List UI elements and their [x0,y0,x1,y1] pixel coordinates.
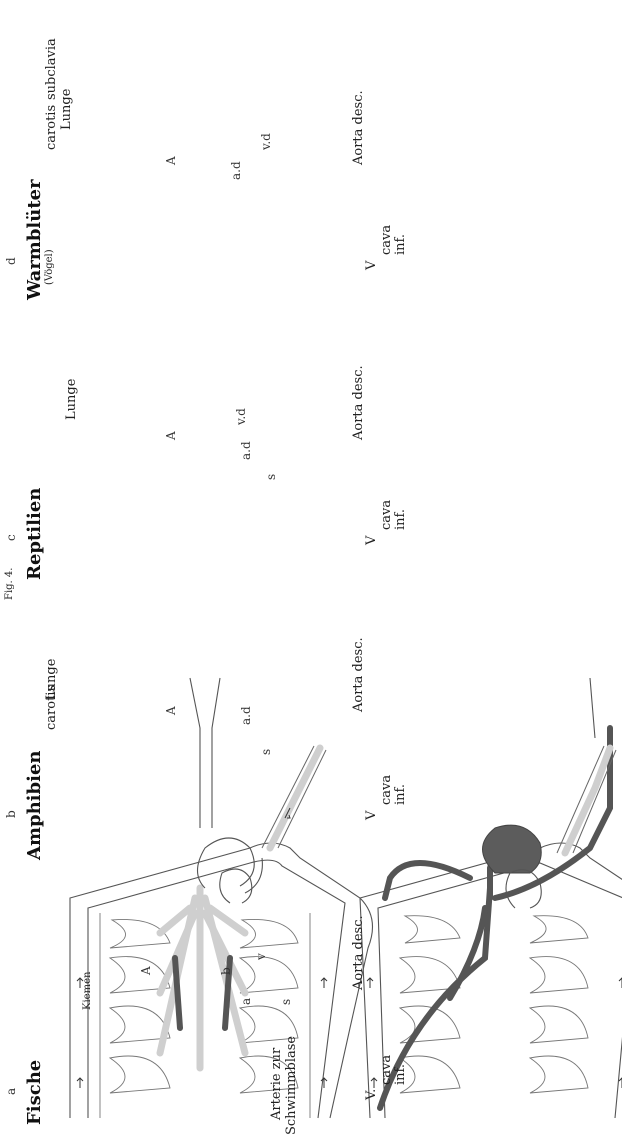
gill-arches [400,916,588,1093]
panel-d-carotis: carotis [44,105,59,150]
panel-d-ad: a.d [229,161,243,180]
figure-number: Fig. 4. [4,568,15,600]
panel-d-subclavia: subclavia [44,38,59,100]
panel-a-artery-label-2: Schwimmblase [284,1036,299,1135]
panel-c-ad: a.d [239,441,253,460]
panel-d-subtitle: (Vögel) [44,249,55,285]
panel-a-title: Fische [24,1060,45,1125]
panel-c-vd: v.d [234,408,248,426]
panel-a-b: b [219,967,233,975]
panel-d-aorta: Aorta desc. [351,90,366,166]
panel-d-letter: d [4,257,18,265]
panel-b-lunge: Lunge [44,658,59,700]
panel-c-title: Reptilien [24,488,45,580]
panel-b [360,678,622,1118]
panel-d-V: V [364,260,379,271]
panel-b-ad: a.d [239,706,253,725]
panel-b-A: A [164,706,178,716]
panel-a-kiemen-label: Kiemen [82,971,93,1010]
panel-d-A: A [164,156,178,166]
panel-b-s: s [259,749,273,755]
panel-b-aorta: Aorta desc. [351,637,366,713]
panel-a-cava-2: inf. [393,1064,408,1085]
panel-a-letter: a [4,1088,18,1095]
panel-a-s: s [279,999,293,1005]
panel-d-lunge: Lunge [59,88,74,130]
panel-c-aorta: Aorta desc. [351,365,366,441]
panel-a-aorta: Aorta desc. [351,915,366,991]
panel-b-V: V [364,810,379,821]
panel-d-vd: v.d [259,133,273,151]
panel-d-cava-1: cava [379,225,394,255]
panel-c-s: s [264,474,278,480]
panel-b-cava-2: inf. [393,784,408,805]
panel-a [70,678,373,1118]
panel-c-A: A [164,431,178,441]
panel-c-V: V [364,535,379,546]
panel-a-A: A [139,966,153,976]
panel-d-title: Warmblüter [24,179,45,301]
panel-b-letter: b [4,810,18,818]
panel-d-cava-2: inf. [393,234,408,255]
panel-c-cava-2: inf. [393,509,408,530]
panel-b-cava-1: cava [379,775,394,805]
panel-c-letter: c [4,534,18,541]
panel-c-cava-1: cava [379,500,394,530]
panel-a-V: V. [364,1089,379,1101]
panel-b-title: Amphibien [24,751,45,862]
panel-a-artery-label-1: Arterie zur [269,1047,284,1121]
panel-a-v: v [254,953,268,961]
panel-c-lunge: Lunge [64,378,79,420]
panel-a-a: a [239,998,253,1005]
panel-a-cava-1: cava [379,1055,394,1085]
